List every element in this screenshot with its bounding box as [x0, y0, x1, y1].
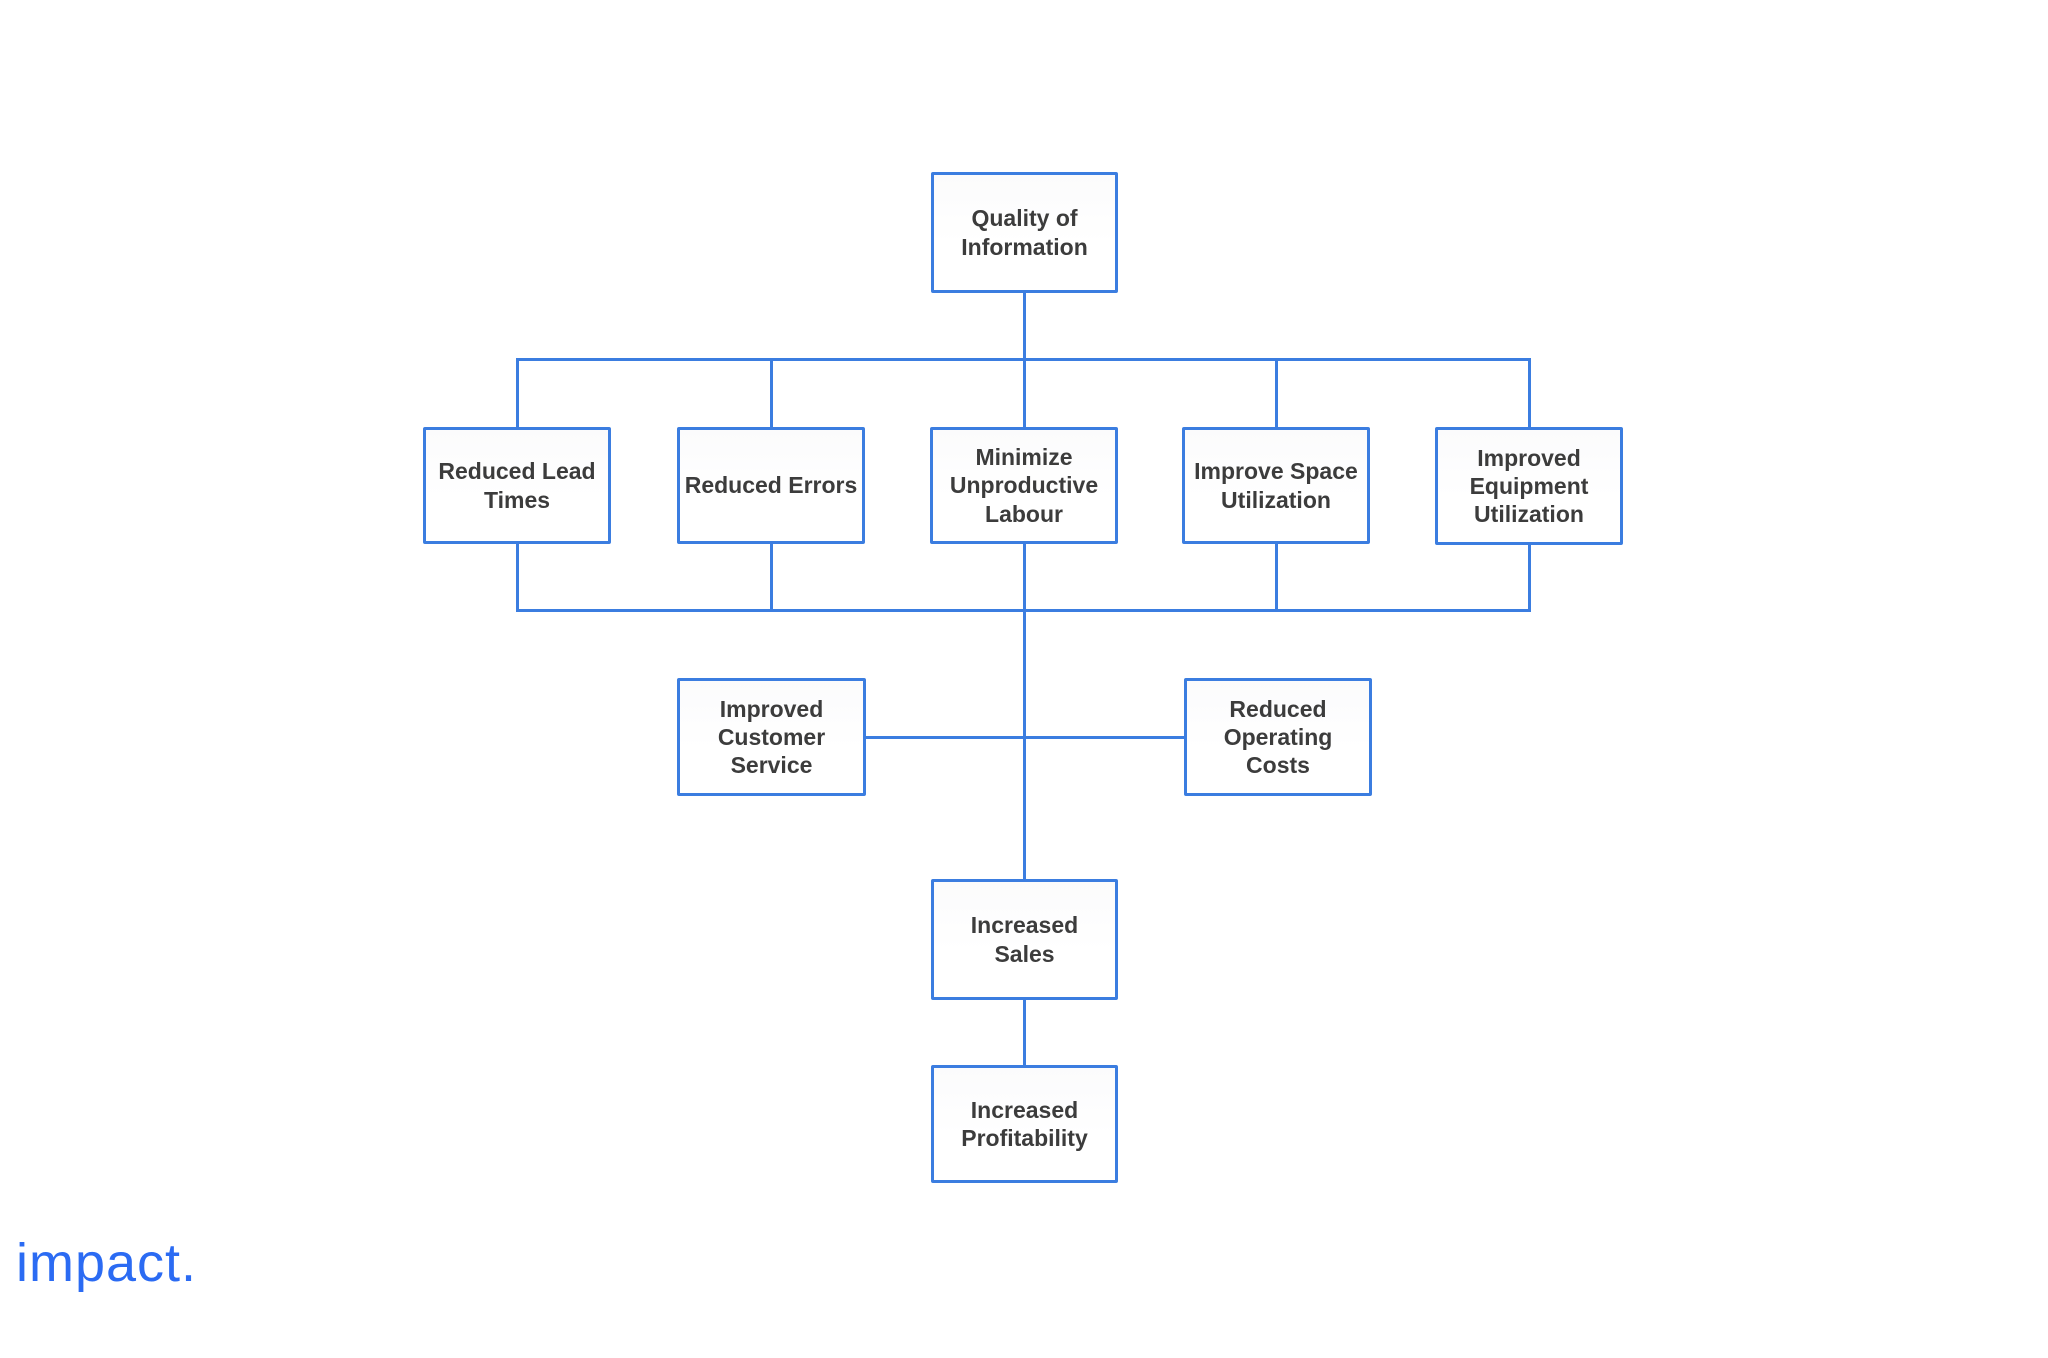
connector-sales-to-profitability	[1023, 999, 1026, 1067]
connector-bus-to-labour	[1023, 360, 1026, 428]
impact-logo: impact.	[16, 1233, 198, 1293]
connector-bus-to-lead-times	[516, 360, 519, 428]
node-quality-of-information: Quality of Information	[931, 172, 1118, 293]
connector-bottom-bus	[516, 609, 1531, 612]
connector-quality-to-bus	[1023, 292, 1026, 360]
connector-top-bus	[516, 358, 1531, 361]
node-improve-space-utilization: Improve Space Utilization	[1182, 427, 1370, 544]
connector-bus-to-equipment	[1528, 360, 1531, 428]
node-increased-profitability: Increased Profitability	[931, 1065, 1118, 1183]
node-reduced-errors: Reduced Errors	[677, 427, 865, 544]
connector-errors-to-bus	[770, 543, 773, 611]
node-reduced-operating-costs: Reduced Operating Costs	[1184, 678, 1372, 796]
connector-bus-to-sales	[1023, 611, 1026, 881]
node-minimize-unproductive-labour: Minimize Unproductive Labour	[930, 427, 1118, 544]
connector-space-to-bus	[1275, 543, 1278, 611]
node-improved-customer-service: Improved Customer Service	[677, 678, 866, 796]
connector-customer-operating	[864, 736, 1186, 739]
connector-bus-to-errors	[770, 360, 773, 428]
connector-equipment-to-bus	[1528, 543, 1531, 611]
node-improved-equipment-utilization: Improved Equipment Utilization	[1435, 427, 1623, 545]
connector-lead-times-to-bus	[516, 543, 519, 611]
connector-bus-to-space	[1275, 360, 1278, 428]
node-increased-sales: Increased Sales	[931, 879, 1118, 1000]
node-reduced-lead-times: Reduced Lead Times	[423, 427, 611, 544]
connector-labour-to-bus	[1023, 543, 1026, 611]
